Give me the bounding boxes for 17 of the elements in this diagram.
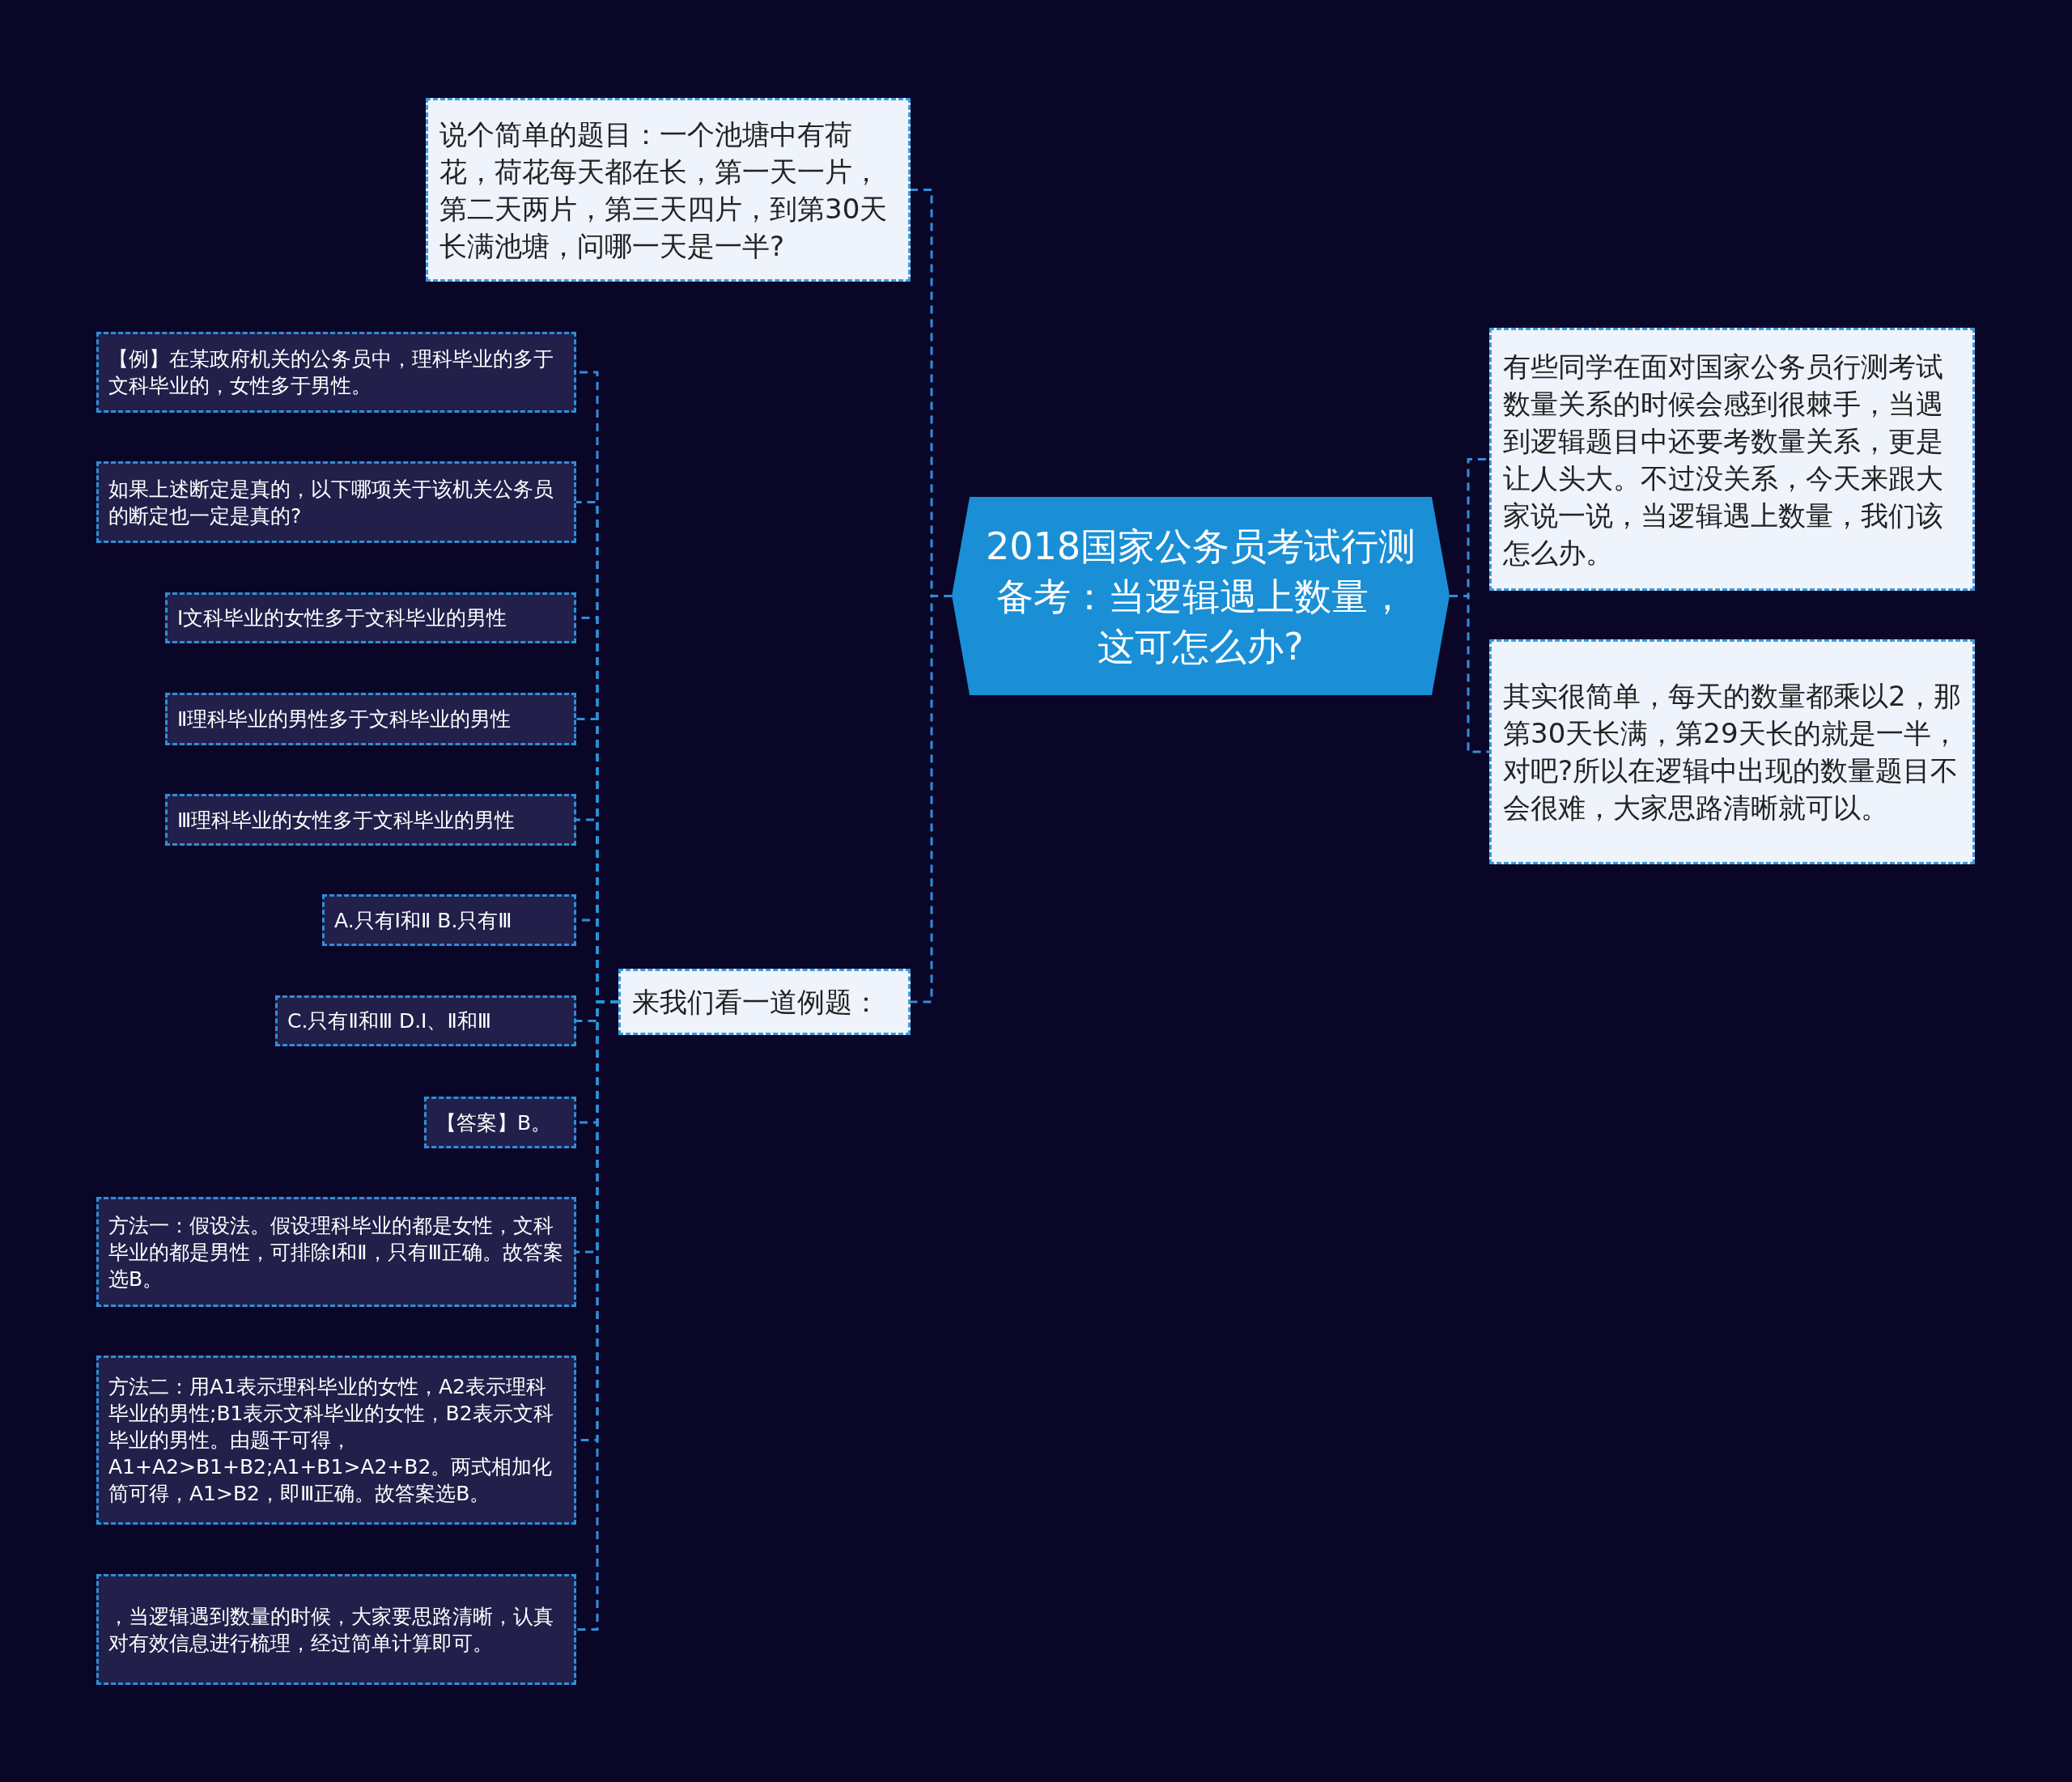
connector-line — [1450, 595, 1489, 753]
text-box: Ⅱ理科毕业的男性多于文科毕业的男性 — [165, 693, 576, 745]
text-box: Ⅰ文科毕业的女性多于文科毕业的男性 — [165, 592, 576, 643]
text-box: Ⅲ理科毕业的女性多于文科毕业的男性 — [165, 794, 576, 846]
text-box: 方法一：假设法。假设理科毕业的都是女性，文科毕业的都是男性，可排除Ⅰ和Ⅱ，只有Ⅲ正确。故答案选B。 — [96, 1197, 576, 1307]
text-box: A.只有Ⅰ和Ⅱ B.只有Ⅲ — [322, 894, 576, 946]
text-box: 【答案】B。 — [424, 1097, 576, 1148]
text-box: 有些同学在面对国家公务员行测考试数量关系的时候会感到很棘手，当遇到逻辑题目中还要考数量关系，更是让人头大。不过没关系，今天来跟大家说一说，当逻辑遇上数量，我们该怎么办。 — [1489, 328, 1975, 591]
text-box: ，当逻辑遇到数量的时候，大家要思路清晰，认真对有效信息进行梳理，经过简单计算即可。 — [96, 1574, 576, 1685]
text-box: 其实很简单，每天的数量都乘以2，那第30天长满，第29天长的就是一半，对吧?所以在逻辑中出现的数量题目不会很难，大家思路清晰就可以。 — [1489, 639, 1975, 864]
text-box: 来我们看一道例题： — [618, 969, 911, 1035]
text-box: 说个简单的题目：一个池塘中有荷花，荷花每天都在长，第一天一片，第二天两片，第三天四片，到第30天长满池塘，问哪一天是一半? — [426, 98, 911, 282]
text-box: 方法二：用A1表示理科毕业的女性，A2表示理科毕业的男性;B1表示文科毕业的女性，B2表示文科毕业的男性。由题干可得，A1+A2>B1+B2;A1+B1>A2+B2。两式相加化简可得，A1>B2，即Ⅲ正确。故答案选B。 — [96, 1356, 576, 1525]
text-box: 【例】在某政府机关的公务员中，理科毕业的多于文科毕业的，女性多于男性。 — [96, 332, 576, 413]
text-box: 如果上述断定是真的，以下哪项关于该机关公务员的断定也一定是真的? — [96, 461, 576, 543]
topic-hexagon: 2018国家公务员考试行测备考：当逻辑遇上数量，这可怎么办? — [952, 497, 1450, 695]
text-box: C.只有Ⅱ和Ⅲ D.Ⅰ、Ⅱ和Ⅲ — [275, 995, 576, 1046]
